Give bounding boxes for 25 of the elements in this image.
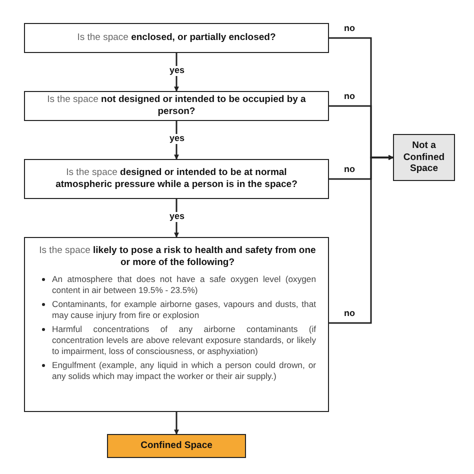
edge-label: no — [343, 92, 356, 102]
bullet-text: Harmful concentrations of any airborne contaminants (if concentration levels are above relevant exposure standards, or likely to impairment, loss of consciousness, or asphyxiation) — [52, 324, 316, 357]
edge-label: yes — [168, 66, 186, 76]
edge-label: yes — [168, 212, 186, 222]
result-box — [107, 434, 246, 458]
question-text: Is the space likely to pose a risk to health and safety from one or more of the following? — [39, 244, 316, 270]
arrow — [174, 412, 179, 435]
bullet-text: An atmosphere that does not have a safe oxygen level (oxygen content in air between 19.5% - 23.5%) — [52, 274, 316, 296]
decision-box — [24, 159, 329, 199]
bullet-text: Engulfment (example, any liquid in which a person could drown, or any solids which may impact the worker or their air supply.) — [52, 360, 316, 382]
edge-label: yes — [168, 134, 186, 144]
question-text: Is the space not designed or intended to be occupied by a person? — [46, 94, 307, 118]
decision-box — [24, 91, 329, 121]
edge-label: no — [343, 24, 356, 34]
edge-label: no — [343, 165, 356, 175]
result-text: Not a Confined Space — [402, 140, 446, 176]
decision-box — [24, 23, 329, 53]
arrow — [329, 155, 394, 324]
bullet-text: Contaminants, for example airborne gases, vapours and dusts, that may cause injury from fire or explosion — [52, 298, 316, 321]
edge-label: no — [343, 309, 356, 319]
result-box — [393, 134, 455, 181]
decision-box — [24, 237, 329, 412]
result-text: Confined Space — [140, 440, 212, 452]
question-text: Is the space enclosed, or partially enclosed? — [77, 32, 276, 44]
question-text: Is the space designed or intended to be at normal atmospheric pressure while a person is in the space? — [54, 166, 298, 192]
